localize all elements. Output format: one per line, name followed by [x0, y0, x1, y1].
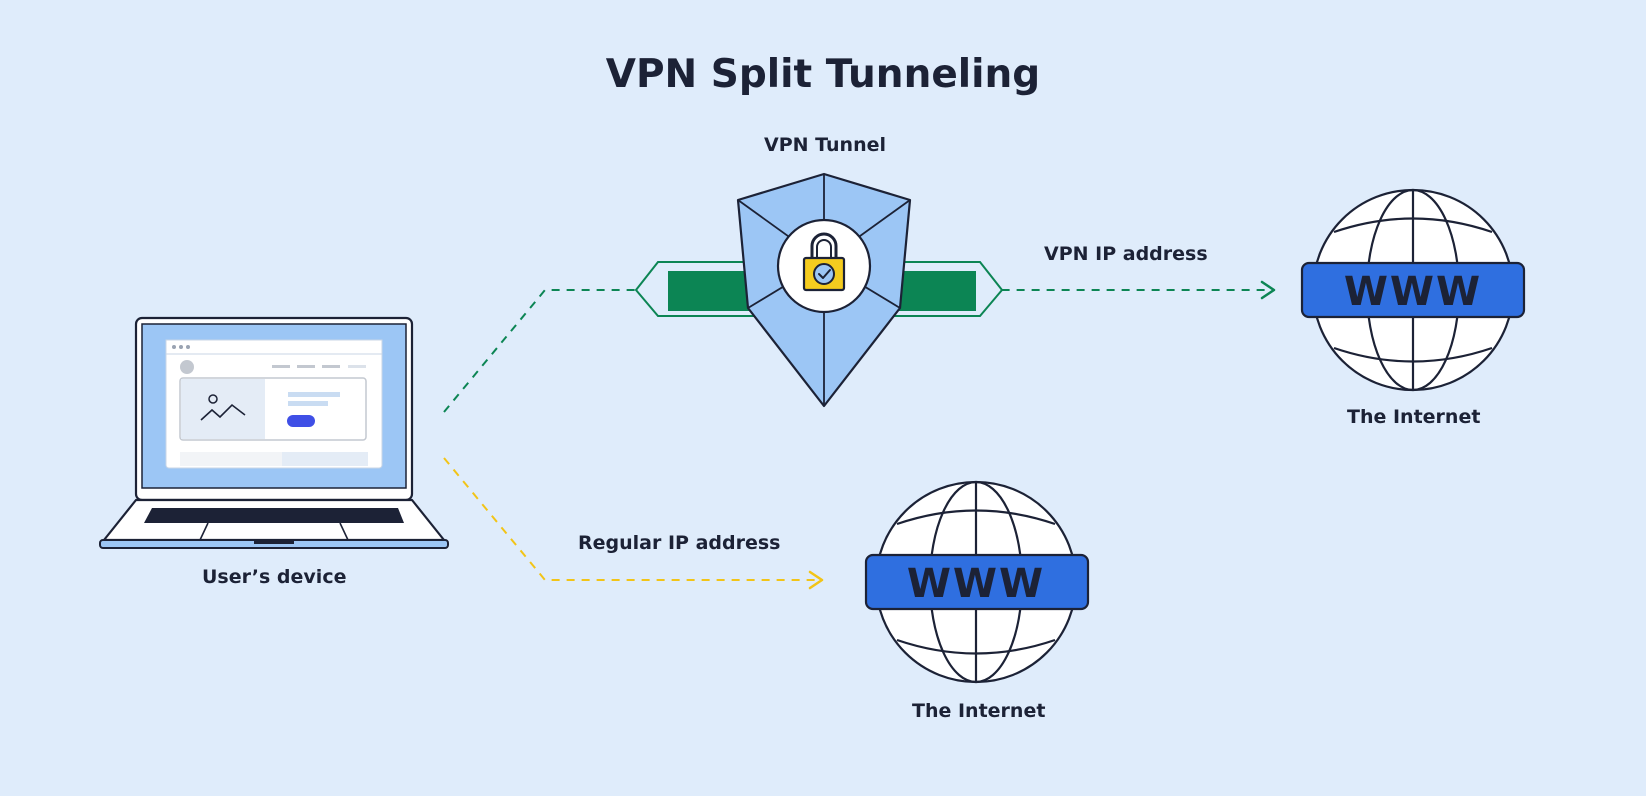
diagram-title: VPN Split Tunneling — [605, 52, 1041, 97]
www-text-top: WWW — [1344, 269, 1482, 315]
laptop-icon — [99, 316, 449, 549]
vpn-ip-label: VPN IP address — [1044, 243, 1208, 265]
check-icon — [818, 269, 831, 279]
globe-icon-bottom: WWW — [864, 480, 1090, 684]
regular-arrow-head-icon — [808, 570, 824, 590]
regular-path-line — [443, 457, 824, 590]
globe-icon-top: WWW — [1300, 188, 1526, 392]
lock-icon — [802, 232, 846, 292]
internet-label-top: The Internet — [1347, 406, 1481, 428]
regular-ip-label: Regular IP address — [578, 532, 781, 554]
vpn-path-line — [443, 280, 1276, 413]
image-placeholder-icon — [208, 394, 218, 404]
www-text-bottom: WWW — [907, 561, 1045, 607]
user-device-label: User’s device — [202, 566, 347, 588]
vpn-arrow-head-icon — [1260, 280, 1276, 300]
vpn-tunnel-label: VPN Tunnel — [764, 134, 886, 156]
internet-label-bottom: The Internet — [912, 700, 1046, 722]
screen-button — [287, 415, 315, 427]
www-banner-bottom — [864, 553, 1090, 611]
www-banner-top — [1300, 261, 1526, 319]
